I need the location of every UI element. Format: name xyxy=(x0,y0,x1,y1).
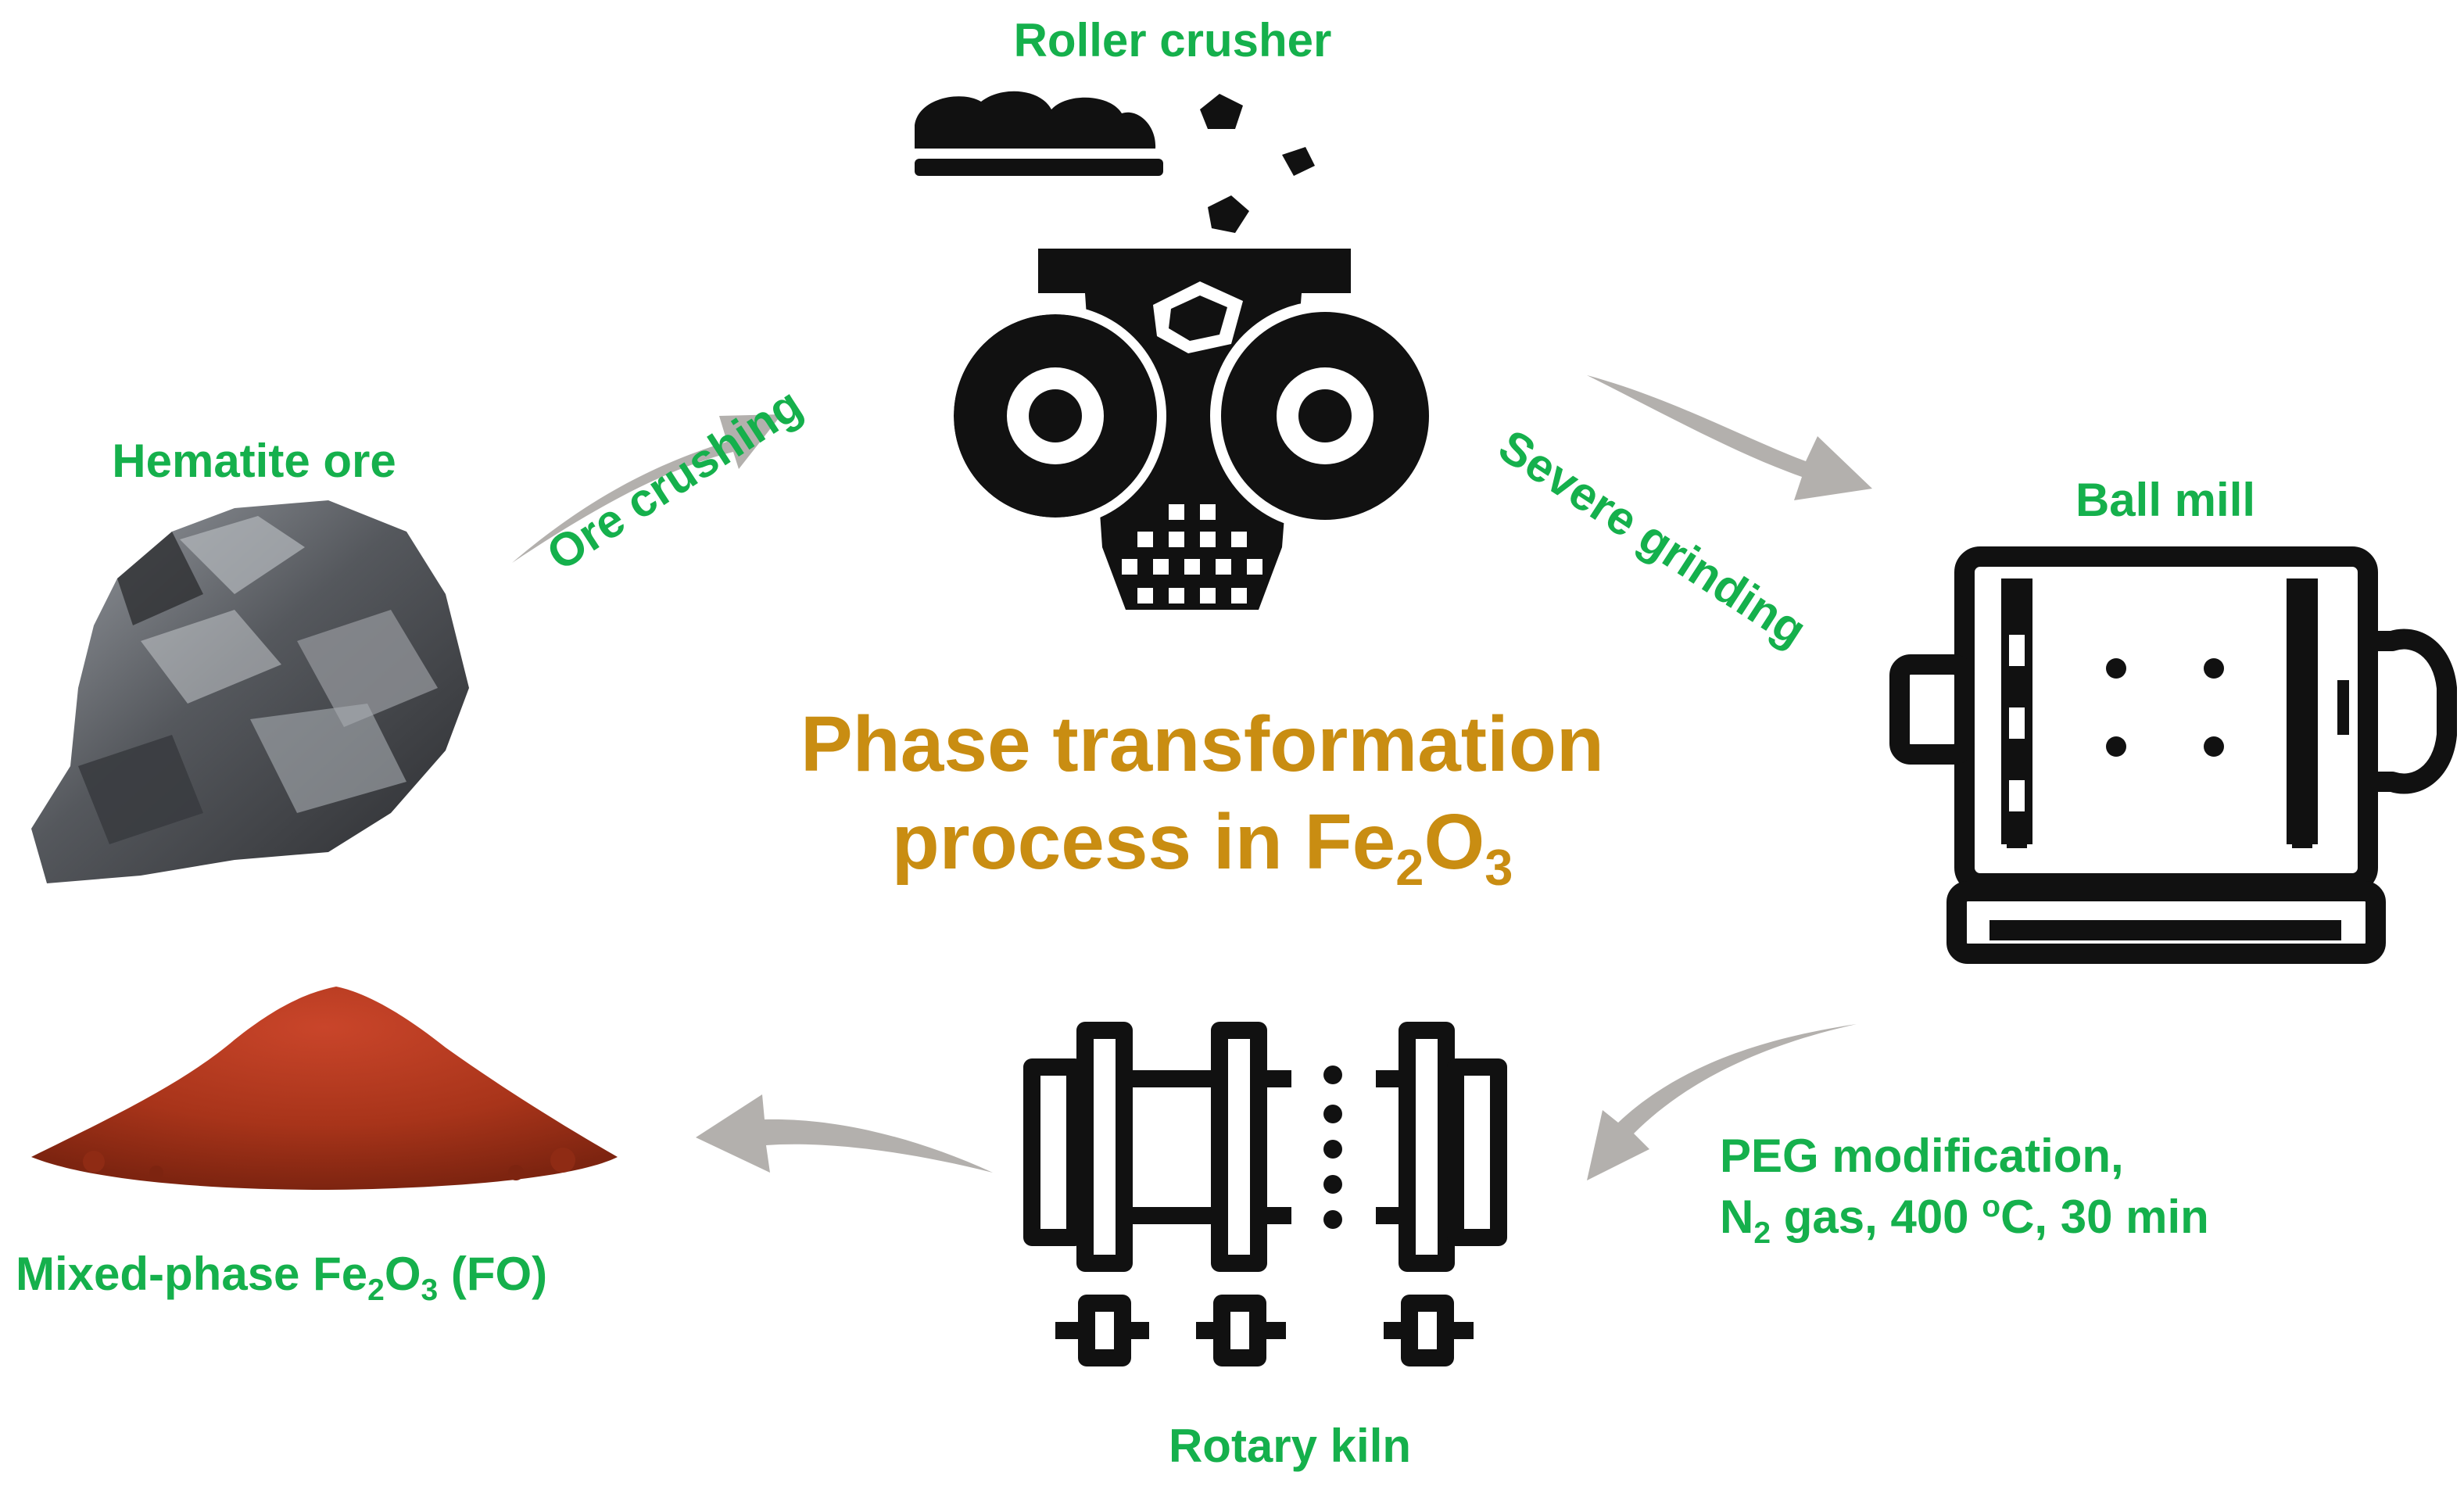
product-label-text: (FO) xyxy=(438,1248,548,1300)
step-peg-modification: PEG modification, N2 gas, 400 oC, 30 min xyxy=(1720,1126,2209,1248)
hematite-ore-label: Hematite ore xyxy=(112,435,396,487)
diagram-title-line2: process in Fe2O3 xyxy=(800,793,1604,893)
arrow-ballmill-to-kiln xyxy=(1587,1024,1857,1180)
roller-crusher-icon xyxy=(915,91,1440,610)
diagram-title-sub: 2 xyxy=(1395,839,1424,896)
process-arrows xyxy=(512,375,1872,1180)
rotary-kiln-dots xyxy=(1323,1066,1342,1229)
arrow-ore-to-crusher xyxy=(512,414,782,563)
hematite-ore-image xyxy=(31,500,469,883)
diagram-title-line1: Phase transformation xyxy=(800,700,1605,788)
step-peg-line2: N2 gas, 400 oC, 30 min xyxy=(1720,1187,2209,1248)
roller-crusher-label: Roller crusher xyxy=(1013,14,1332,66)
ball-mill-details xyxy=(2001,578,2349,844)
step-peg-sub: 2 xyxy=(1753,1216,1771,1250)
diagram-title-text: O xyxy=(1424,798,1485,886)
step-peg-text: C, 30 min xyxy=(2000,1191,2209,1243)
product-label: Mixed-phase Fe2O3 (FO) xyxy=(16,1248,548,1306)
product-label-sub: 2 xyxy=(367,1273,385,1307)
product-label-sub: 3 xyxy=(421,1273,439,1307)
ball-mill-icon xyxy=(1889,546,2457,964)
arrow-crusher-to-ballmill xyxy=(1587,375,1872,500)
diagram-title-text: process in Fe xyxy=(891,798,1396,886)
step-peg-sup: o xyxy=(1982,1190,2001,1223)
arrow-kiln-to-product xyxy=(696,1094,993,1173)
diagram-title-sub: 3 xyxy=(1484,839,1513,896)
product-label-text: Mixed-phase Fe xyxy=(16,1248,368,1300)
rotary-kiln-label: Rotary kiln xyxy=(1168,1420,1412,1472)
rotary-kiln-icon xyxy=(1023,1022,1507,1366)
step-peg-line1: PEG modification, xyxy=(1720,1130,2124,1182)
diagram-title: Phase transformation process in Fe2O3 xyxy=(800,696,1605,893)
step-peg-text: N xyxy=(1720,1191,1754,1243)
fe2o3-powder-image xyxy=(31,987,618,1190)
product-label-text: O xyxy=(384,1248,421,1300)
ball-mill-label: Ball mill xyxy=(2075,474,2256,526)
step-peg-text: gas, 400 xyxy=(1771,1191,1982,1243)
